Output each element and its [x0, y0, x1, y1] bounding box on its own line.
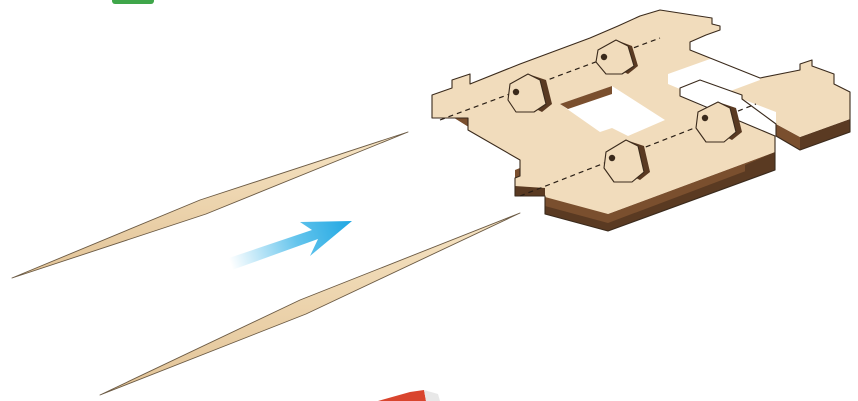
toothpick-icon: [12, 132, 520, 395]
corner-mark: [378, 390, 440, 401]
toothpick-upper: [12, 132, 408, 278]
base-plate-icon: [432, 10, 850, 231]
arrow-icon: [226, 221, 352, 270]
step-badge: [112, 0, 154, 4]
